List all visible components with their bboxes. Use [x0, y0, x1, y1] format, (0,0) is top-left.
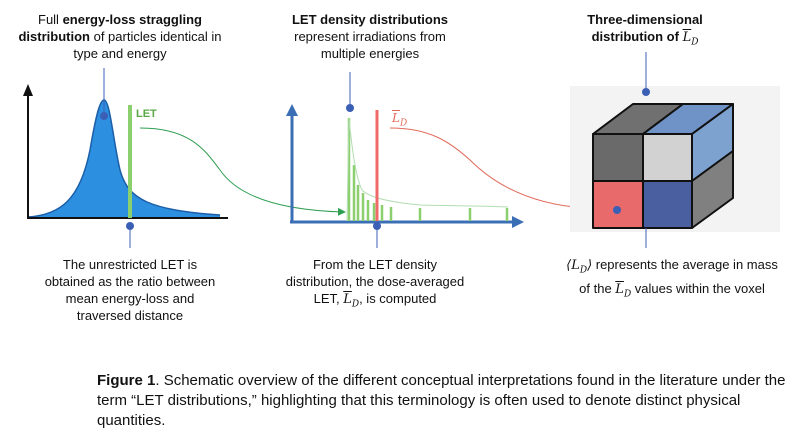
- panel3-footer-l1-close: ⟩: [587, 258, 593, 273]
- panel3-footer-l2-pre: of the: [579, 280, 616, 296]
- panel1-plot: [23, 68, 228, 248]
- x-axis-2-arrow: [512, 216, 524, 228]
- panel3-header-sub: D: [691, 37, 699, 48]
- voxel-dot: [613, 206, 621, 214]
- panel2-footer-l1: From the LET density: [312, 257, 438, 272]
- panel2-footer-l2: distribution, the dose-averaged: [285, 274, 465, 289]
- panel3-footer-l2-post: values within the voxel: [631, 280, 765, 296]
- panel2-footer-l3-pre: LET,: [313, 291, 344, 306]
- panel2-header: LET density distributions represent irra…: [270, 11, 470, 62]
- panel3-header-l1: Three-dimensional: [587, 12, 703, 27]
- arrow-panel1-to-panel2: [139, 127, 346, 216]
- panel1-header: Full energy-loss straggling distribution…: [10, 11, 230, 62]
- ld-curve-label-sub: D: [399, 118, 408, 129]
- straggling-curve-fill: [28, 100, 220, 217]
- panel2-footer-l3-post: , is computed: [359, 291, 437, 306]
- panel3-header: Three-dimensional distribution of LD: [555, 11, 735, 52]
- schematic-diagram: [23, 52, 780, 248]
- panel3-footer-l2-sub: D: [623, 289, 632, 300]
- ld-curve-label-main: L: [392, 111, 400, 125]
- panel2-footer-l3-math: L: [343, 292, 352, 307]
- ld-curve-label: LD: [392, 110, 407, 132]
- panel3-footer-l1-post: represents the average in mass: [592, 257, 778, 272]
- voxel-cube: [570, 86, 780, 232]
- panel3-footer-l1-math: ⟨L: [566, 258, 580, 273]
- panel3-footer-l2-math: L: [615, 281, 624, 297]
- caption-label: Figure 1: [97, 372, 156, 389]
- let-curve-label: LET: [136, 108, 157, 120]
- panel1-header-bold: energy-loss straggling distribution: [18, 12, 202, 44]
- panel2-footer-l3-sub: D: [351, 299, 360, 310]
- y-axis-2-arrow: [286, 104, 298, 116]
- panel3-header-math: L: [682, 30, 692, 45]
- panel1-footer: The unrestricted LET is obtained as the …: [44, 257, 216, 323]
- panel3-header-l2: distribution of: [591, 29, 683, 44]
- figure-caption: Figure 1. Schematic overview of the diff…: [97, 371, 787, 431]
- panel3-footer-l1-sub: D: [579, 265, 588, 276]
- panel3-footer: ⟨LD⟩ represents the average in mass of t…: [548, 256, 796, 303]
- panel2-header-bold: LET density distributions: [291, 12, 448, 27]
- arrow-panel2-to-panel3: [389, 127, 587, 212]
- panel1-header-pre: Full: [38, 12, 63, 27]
- panel2-header-rest: represent irradiations from multiple ene…: [294, 29, 446, 61]
- panel1-header-post: of particles identical in type and energ…: [73, 29, 222, 61]
- panel2-footer: From the LET density distribution, the d…: [270, 256, 480, 314]
- y-axis-1-arrow: [23, 84, 33, 96]
- caption-text: . Schematic overview of the different co…: [97, 372, 786, 429]
- let-density-envelope: [346, 117, 509, 222]
- let-density-bars: [347, 118, 509, 221]
- panel2-plot: [286, 72, 524, 248]
